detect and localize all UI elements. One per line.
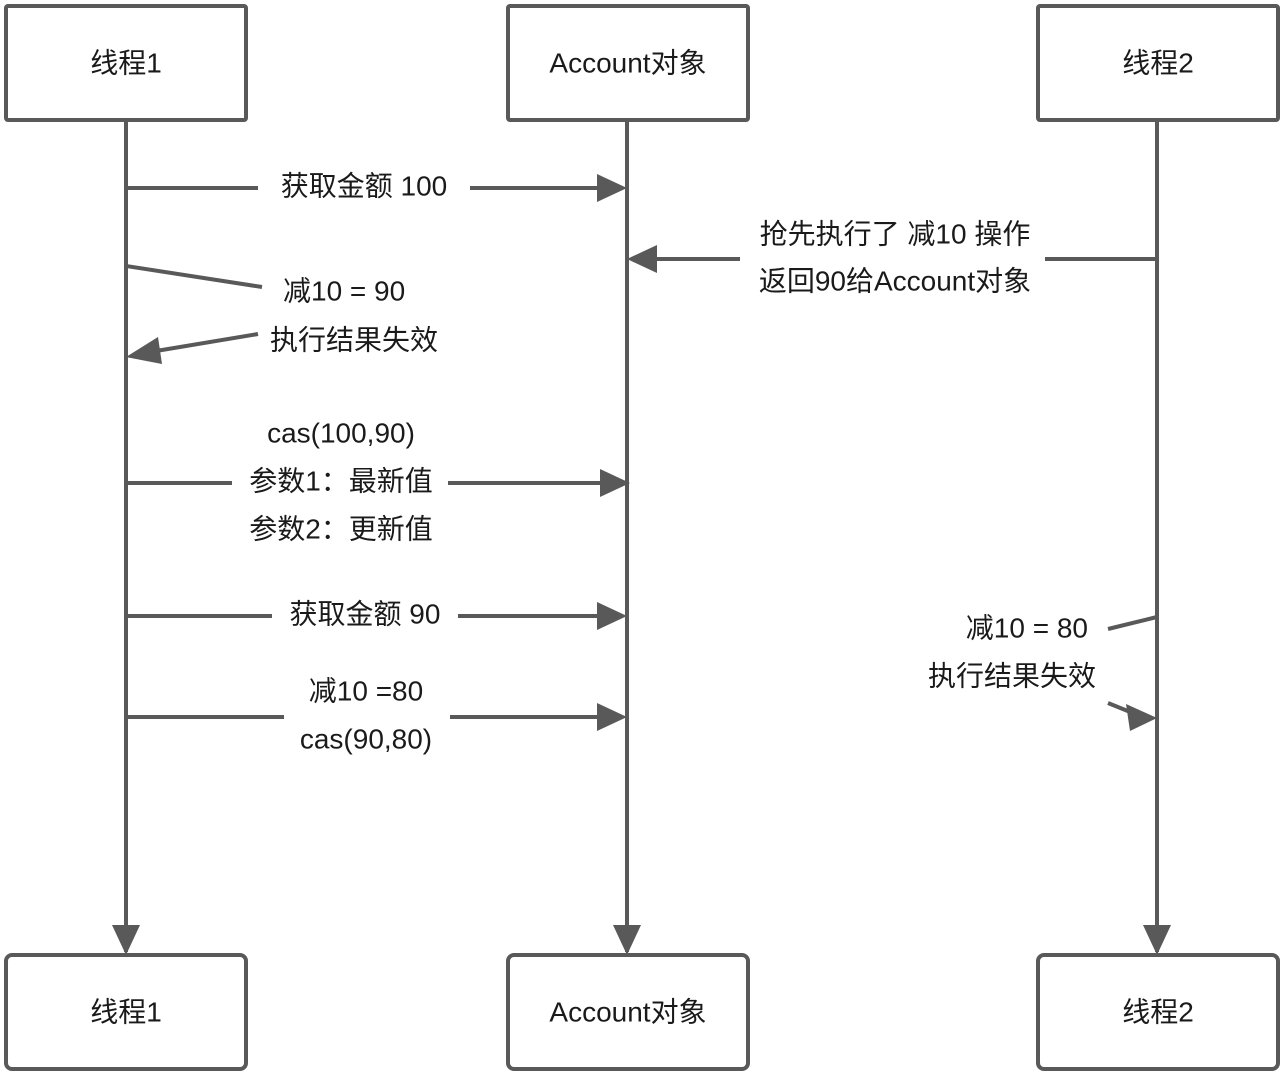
participant-label-thread2-bottom: 线程2 (1122, 996, 1194, 1027)
participant-label-account-top: Account对象 (549, 47, 706, 78)
participant-box-thread1-bottom[interactable]: 线程1 (4, 953, 248, 1071)
message-label-get-amount-90: 获取金额 90 (290, 598, 441, 629)
box-shape (4, 953, 248, 1071)
selfloop-thread1-result-invalid[interactable]: 减10 = 90 执行结果失效 (125, 264, 438, 364)
arrowhead-right (597, 703, 627, 731)
participant-label-thread2-top: 线程2 (1122, 47, 1194, 78)
arrowhead-selfloop-thread2 (1126, 704, 1157, 731)
message-label-param1: 参数1：最新值 (249, 465, 433, 496)
message-cas-90-80[interactable]: 减10 =80 cas(90,80) (126, 675, 627, 754)
selfloop-outgoing-segment (1107, 615, 1158, 631)
message-cas-100-90[interactable]: cas(100,90) 参数1：最新值 参数2：更新值 (126, 417, 630, 544)
message-label-minus10-80: 减10 =80 (309, 675, 423, 706)
message-label-preempt-line1: 抢先执行了 减10 操作 (760, 218, 1031, 249)
message-label-cas-100-90: cas(100,90) (267, 417, 415, 448)
selfloop-label-thread2-line2: 执行结果失效 (928, 660, 1096, 691)
arrowhead-right (597, 174, 627, 202)
lifeline-end-arrow-thread1 (112, 925, 140, 955)
box-shape (1036, 953, 1280, 1071)
selfloop-return-segment (149, 332, 259, 354)
message-label-cas-90-80: cas(90,80) (300, 723, 432, 754)
participant-box-thread2-top[interactable]: 线程2 (1036, 4, 1280, 122)
lifeline-end-arrow-account (613, 925, 641, 955)
participant-label-account-bottom: Account对象 (549, 996, 706, 1027)
message-label-get-amount-100: 获取金额 100 (281, 170, 448, 201)
message-preempt-minus10[interactable]: 抢先执行了 减10 操作 返回90给Account对象 (627, 218, 1157, 296)
selfloop-outgoing-segment (125, 264, 263, 289)
message-get-amount-90[interactable]: 获取金额 90 (126, 598, 627, 630)
message-label-preempt-line2: 返回90给Account对象 (759, 265, 1031, 296)
message-get-amount-100[interactable]: 获取金额 100 (126, 170, 627, 202)
participant-label-thread1-top: 线程1 (90, 47, 162, 78)
selfloop-label-thread2-line1: 减10 = 80 (966, 612, 1088, 643)
arrowhead-selfloop-thread1 (126, 337, 162, 364)
selfloop-label-thread1-line2: 执行结果失效 (270, 324, 438, 355)
message-label-param2: 参数2：更新值 (249, 513, 433, 544)
box-shape (4, 4, 248, 122)
lifeline-end-arrow-thread2 (1143, 925, 1171, 955)
participant-box-account-bottom[interactable]: Account对象 (506, 953, 750, 1071)
box-shape (1036, 4, 1280, 122)
arrowhead-right (597, 602, 627, 630)
arrowhead-right (600, 469, 630, 497)
box-shape (506, 4, 750, 122)
selfloop-label-thread1-line1: 减10 = 90 (283, 275, 405, 306)
participant-box-account-top[interactable]: Account对象 (506, 4, 750, 122)
arrowhead-left (627, 245, 657, 273)
participant-box-thread2-bottom[interactable]: 线程2 (1036, 953, 1280, 1071)
participant-label-thread1-bottom: 线程1 (90, 996, 162, 1027)
box-shape (506, 953, 750, 1071)
participant-box-thread1-top[interactable]: 线程1 (4, 4, 248, 122)
selfloop-thread2-result-invalid[interactable]: 减10 = 80 执行结果失效 (928, 612, 1158, 731)
